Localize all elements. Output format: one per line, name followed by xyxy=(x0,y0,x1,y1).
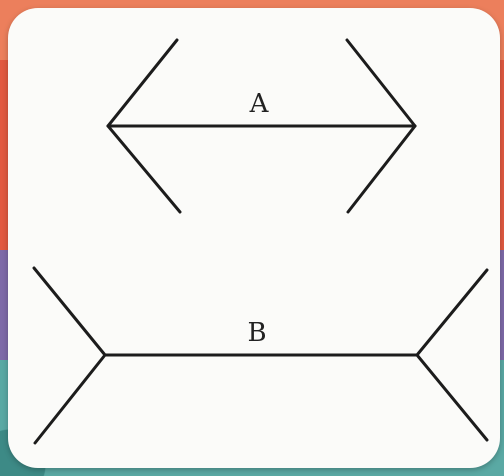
figure-b xyxy=(34,268,487,443)
muller-lyer-diagram: A B xyxy=(8,8,500,468)
figure-b-left-lower-fin xyxy=(35,355,105,443)
figure-a-left-upper-fin xyxy=(108,40,177,126)
figure-a-right-lower-fin xyxy=(348,126,415,212)
illusion-card: A B xyxy=(8,8,500,468)
figure-a-left-lower-fin xyxy=(108,126,180,212)
figure-b-left-upper-fin xyxy=(34,268,105,355)
figure-b-right-upper-fin xyxy=(417,270,487,355)
figure-a-right-upper-fin xyxy=(347,40,415,126)
figure-a xyxy=(108,40,415,212)
figure-b-label: B xyxy=(247,318,266,348)
figure-a-label: A xyxy=(249,89,270,119)
figure-b-right-lower-fin xyxy=(417,355,487,440)
